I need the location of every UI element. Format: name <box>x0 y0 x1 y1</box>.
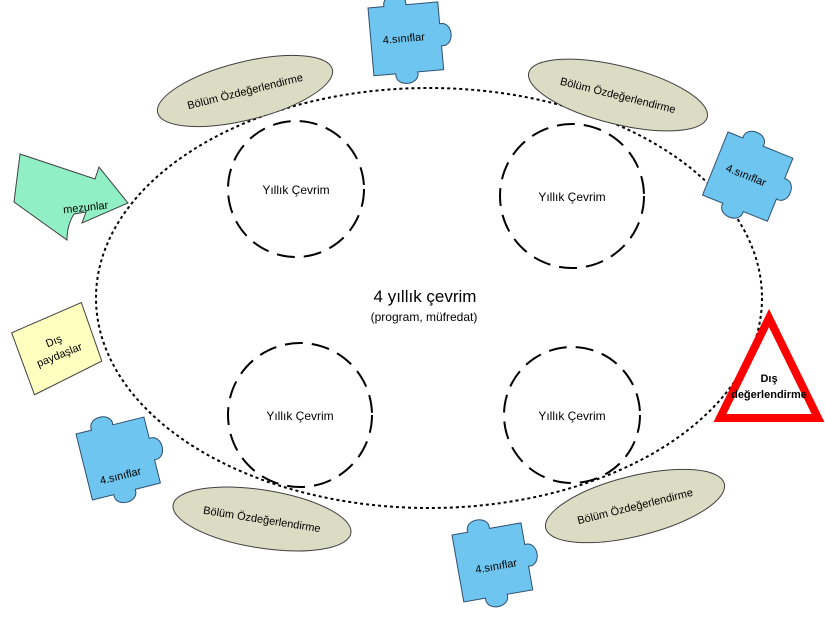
graduates-arrow: mezunlar <box>13 153 129 241</box>
four-year-cycle-ellipse <box>95 87 763 509</box>
fourth-year-puzzle-top: 4.sınıflar <box>366 0 456 87</box>
fourth-year-puzzle-bottom: 4.sınıflar <box>449 510 546 613</box>
annual-cycle-label: Yıllık Çevrim <box>266 409 333 423</box>
annual-cycle-circle <box>227 342 373 488</box>
annual-cycle-circle <box>227 120 365 258</box>
self-assessment-top-right: Bölüm Özdeğerlendirme <box>527 58 709 132</box>
external-assessment-label-line1: Dış <box>760 373 777 385</box>
annual-cycle-bottom-right: Yıllık Çevrim <box>503 346 641 484</box>
fourth-year-puzzle-bottom-left: 4.sınıflar <box>72 403 174 511</box>
self-assessment-bottom-right: Bölüm Özdeğerlendirme <box>544 468 726 544</box>
self-assessment-ellipse <box>527 58 709 132</box>
annual-cycle-circle <box>503 346 641 484</box>
self-assessment-ellipse <box>544 468 726 544</box>
external-stakeholders-label-line1: Dış <box>44 333 64 350</box>
annual-cycle-label: Yıllık Çevrim <box>538 190 605 204</box>
warning-triangle-icon <box>713 308 825 422</box>
external-assessment-label-line2: değerlendirme <box>731 389 807 401</box>
fourth-year-label: 4.sınıflar <box>382 31 425 47</box>
annual-cycle-label: Yıllık Çevrim <box>262 183 329 197</box>
four-year-cycle-subtitle: (program, müfredat) <box>371 310 478 324</box>
graduates-label: mezunlar <box>63 200 110 217</box>
self-assessment-bottom-left: Bölüm Özdeğerlendirme <box>172 486 352 552</box>
four-year-cycle-title: 4 yıllık çevrim <box>374 287 477 306</box>
self-assessment-ellipse <box>156 54 334 128</box>
annual-cycle-bottom-left: Yıllık Çevrim <box>227 342 373 488</box>
self-assessment-top-left: Bölüm Özdeğerlendirme <box>156 54 334 128</box>
note-icon <box>11 301 103 396</box>
annual-cycle-circle <box>499 123 645 269</box>
self-assessment-ellipse <box>172 486 352 552</box>
external-assessment-warning: Dış değerlendirme <box>713 308 825 422</box>
graduates-arrow-icon <box>13 153 129 241</box>
fourth-year-puzzle-right: 4.sınıflar <box>698 121 808 236</box>
annual-cycle-label: Yıllık Çevrim <box>538 409 605 423</box>
annual-cycle-top-right: Yıllık Çevrim <box>499 123 645 269</box>
four-year-cycle: 4 yıllık çevrim (program, müfredat) <box>95 87 763 509</box>
external-stakeholders-note: Dış paydaşlar <box>11 301 103 396</box>
annual-cycle-top-left: Yıllık Çevrim <box>227 120 365 258</box>
